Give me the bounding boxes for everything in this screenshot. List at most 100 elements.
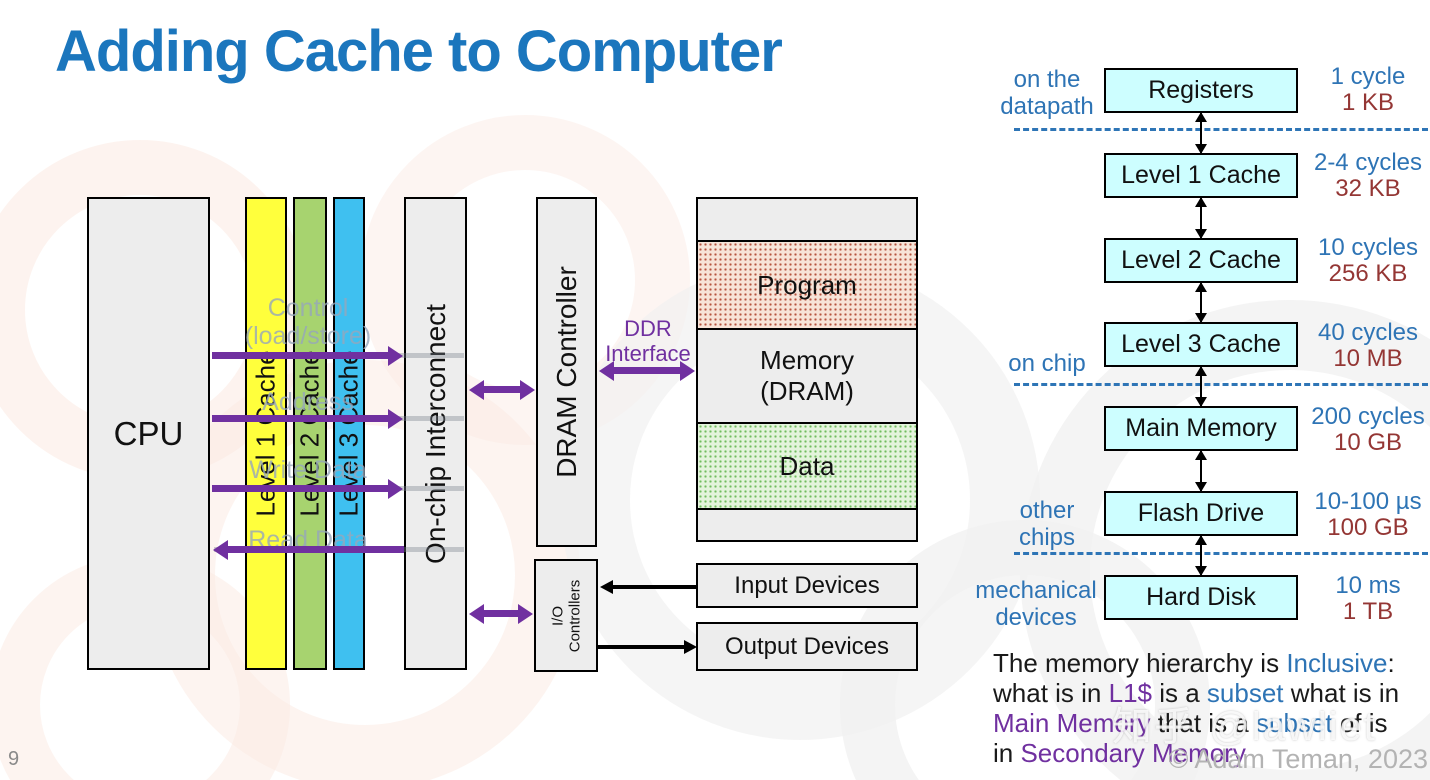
ddr-interface-arrow [614, 367, 680, 374]
zhihu-watermark: 知乎 @lawliet [1112, 705, 1377, 749]
group-label-datapath: on the datapath [1000, 66, 1094, 120]
hierarchy-box-main-memory: Main Memory [1104, 406, 1298, 451]
note-text: The memory hierarchy is [993, 648, 1287, 678]
latency-value: 40 cycles [1317, 319, 1419, 346]
size-value: 10 GB [1333, 429, 1403, 456]
note-text: : [1387, 648, 1395, 678]
cpu-block: CPU [87, 197, 210, 670]
hierarchy-label: Level 2 Cache [1121, 246, 1281, 274]
bus-label-address: Address [262, 388, 354, 416]
data-label: Data [779, 450, 835, 481]
size-value: 32 KB [1335, 175, 1401, 202]
note-text: subset [1206, 678, 1284, 708]
hierarchy-label: Registers [1148, 76, 1254, 104]
stat-l1: 2-4 cycles 32 KB [1306, 150, 1430, 202]
hierarchy-arrow [1195, 366, 1207, 407]
output-devices-label: Output Devices [724, 632, 890, 660]
inclusive-note: The memory hierarchy is Inclusive: what … [993, 648, 1430, 768]
io-controllers-label: I/O Controllers [549, 579, 583, 652]
page-title: Adding Cache to Computer [55, 19, 783, 84]
hierarchy-arrow [1195, 112, 1207, 154]
io-controllers-block [534, 559, 598, 672]
program-label: Program [757, 269, 857, 300]
level2-cache-label-wrap: Level 2 Cache [293, 197, 327, 670]
note-text: what is in [993, 678, 1109, 708]
note-text: Main Memory [993, 708, 1151, 738]
bus-label-loadstore: (load/store) [244, 322, 372, 350]
interconnect-block [404, 197, 467, 670]
hierarchy-divider [1014, 383, 1428, 386]
latency-value: 10-100 µs [1314, 488, 1422, 515]
size-value: 100 GB [1327, 514, 1409, 541]
level1-cache-label-wrap: Level 1 Cache [245, 197, 287, 670]
stat-hard-disk: 10 ms 1 TB [1306, 573, 1430, 625]
group-label-other-chips: other chips [1018, 497, 1076, 551]
hierarchy-arrow [1195, 282, 1207, 323]
bus-label-control: Control [267, 294, 349, 322]
level1-cache-bar [245, 197, 287, 670]
latency-value: 2-4 cycles [1313, 149, 1423, 176]
hierarchy-label: Flash Drive [1137, 499, 1265, 527]
note-text: subset [1255, 708, 1333, 738]
hierarchy-divider [1014, 128, 1428, 131]
size-value: 1 TB [1342, 598, 1394, 625]
level3-cache-label-wrap: Level 3 Cache [333, 197, 365, 670]
input-devices-label: Input Devices [734, 571, 880, 599]
level2-cache-bar [293, 197, 327, 670]
hierarchy-arrow [1195, 535, 1207, 576]
latency-value: 10 cycles [1317, 234, 1419, 261]
note-line: what is in L1$ is a subset what is in [993, 678, 1430, 708]
note-text: of is [1332, 708, 1388, 738]
program-region: Program [698, 240, 916, 330]
io-to-output-arrow [598, 645, 684, 649]
stat-registers: 1 cycle 1 KB [1306, 64, 1430, 116]
hierarchy-box-l2: Level 2 Cache [1104, 238, 1298, 283]
note-text: that is a [1150, 708, 1256, 738]
hierarchy-arrow [1195, 450, 1207, 492]
note-text: in [993, 738, 1021, 768]
write-data-arrow [212, 485, 388, 492]
hierarchy-arrow [1195, 197, 1207, 239]
dram-controller-label: DRAM Controller [550, 266, 582, 478]
memory-name-region: Memory (DRAM) [698, 330, 916, 422]
size-value: 256 KB [1328, 260, 1408, 287]
hierarchy-divider [1014, 552, 1428, 555]
input-to-io-arrow [613, 585, 697, 589]
latency-value: 10 ms [1335, 572, 1401, 599]
hierarchy-label: Level 3 Cache [1121, 330, 1281, 358]
size-value: 10 MB [1333, 345, 1403, 372]
hierarchy-box-hard-disk: Hard Disk [1104, 575, 1298, 620]
interconnect-dram-bus-arrow [484, 386, 520, 393]
cpu-label: CPU [113, 414, 184, 452]
note-text: L1$ [1108, 678, 1152, 708]
note-text: Inclusive [1286, 648, 1388, 678]
hierarchy-box-l3: Level 3 Cache [1104, 322, 1298, 367]
memory-name-line2: (DRAM) [760, 376, 854, 406]
note-line: in Secondary Memory [993, 738, 1430, 768]
latency-value: 1 cycle [1330, 63, 1406, 90]
ddr-interface-label: DDR Interface [605, 316, 691, 366]
data-region: Data [698, 422, 916, 510]
hierarchy-box-flash-drive: Flash Drive [1104, 491, 1298, 536]
io-controllers-label-wrap: I/O Controllers [534, 559, 598, 672]
hierarchy-label: Level 1 Cache [1121, 161, 1281, 189]
stat-flash-drive: 10-100 µs 100 GB [1306, 489, 1430, 541]
copyright-text: © Adam Teman, 2023 [1168, 744, 1428, 774]
note-text: Secondary Memory [1020, 738, 1246, 768]
note-line: The memory hierarchy is Inclusive: [993, 648, 1430, 678]
hierarchy-label: Main Memory [1125, 414, 1277, 442]
hierarchy-label: Hard Disk [1146, 583, 1256, 611]
address-arrow [212, 415, 388, 422]
note-text: is a [1152, 678, 1207, 708]
memory-name-line1: Memory [760, 345, 854, 375]
output-devices-block: Output Devices [696, 622, 918, 671]
group-label-mechanical: mechanical devices [975, 577, 1097, 631]
note-text: what is in [1283, 678, 1400, 708]
stat-l3: 40 cycles 10 MB [1306, 320, 1430, 372]
size-value: 1 KB [1341, 89, 1395, 116]
input-devices-block: Input Devices [696, 563, 918, 608]
interconnect-label-wrap: On-chip Interconnect [404, 197, 467, 670]
bus-label-write-data: Write Data [249, 456, 367, 484]
hierarchy-box-registers: Registers [1104, 68, 1298, 113]
